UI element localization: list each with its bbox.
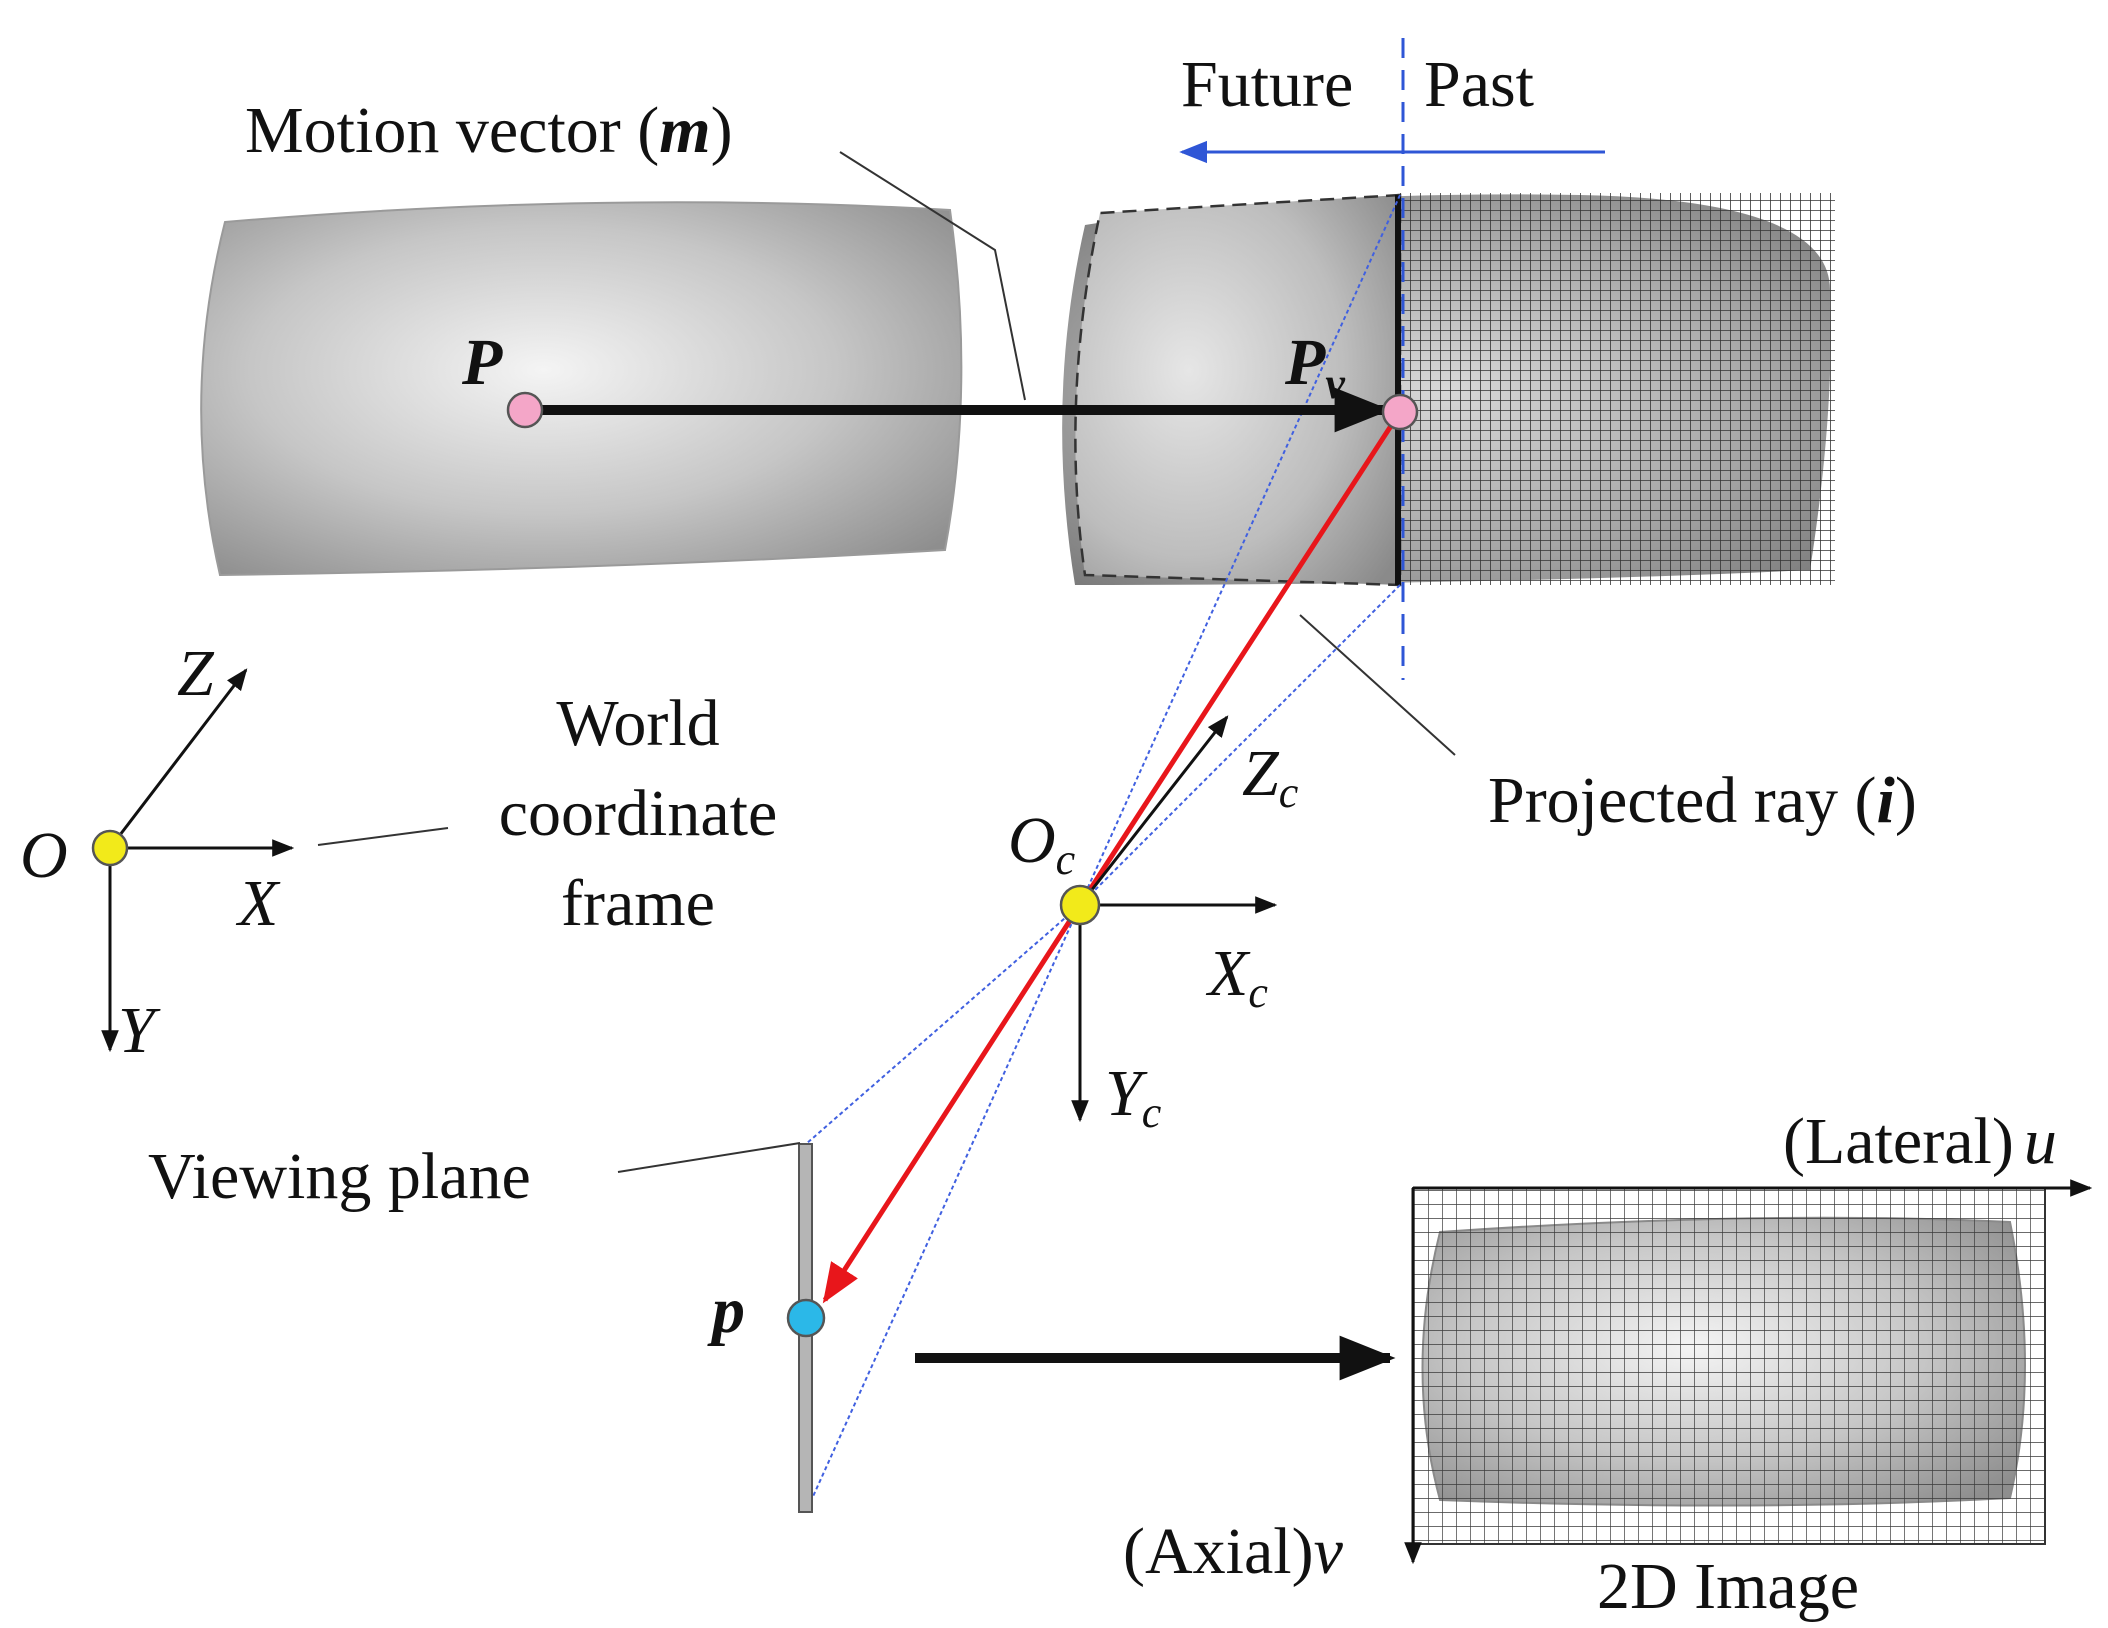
future-label: Future — [1181, 48, 1353, 121]
image-caption: 2D Image — [1597, 1550, 1859, 1623]
world-frame-leader — [317, 827, 449, 846]
world-frame-label-line2: coordinate — [499, 777, 778, 850]
past-label: Past — [1424, 48, 1534, 121]
point-p-label: p — [707, 1274, 745, 1347]
world-y-label: Y — [118, 994, 161, 1067]
camera-origin-point — [1059, 884, 1101, 926]
lateral-axis-label: (Lateral)u — [1783, 1105, 2057, 1178]
motion-vector-leader — [839, 151, 1026, 401]
world-x-label: X — [235, 867, 281, 940]
camera-z-label: Zc — [1242, 737, 1299, 817]
camera-axes — [1071, 715, 1278, 1123]
projected-ray-image-arrow — [822, 903, 1083, 1304]
camera-y-label: Yc — [1105, 1057, 1162, 1137]
world-axes — [101, 668, 295, 1053]
viewing-plane-label: Viewing plane — [148, 1140, 531, 1213]
camera-x-label: Xc — [1205, 937, 1268, 1017]
point-Pv-label: Pv — [1284, 326, 1345, 408]
camera-origin-label: Oc — [1008, 804, 1076, 884]
world-frame-label-line1: World — [556, 687, 719, 760]
viewing-plane-leader — [617, 1142, 801, 1173]
world-origin-point — [91, 829, 129, 867]
world-z-label: Z — [177, 637, 215, 710]
leader-lines — [317, 151, 1456, 1173]
point-P — [506, 391, 544, 429]
object-shape-current — [200, 201, 963, 577]
projected-ray-segment — [1077, 410, 1403, 907]
projected-ray-label: Projected ray (i) — [1488, 764, 1917, 837]
object-shape-predicted — [1074, 193, 1402, 587]
image-point-p — [786, 1298, 826, 1338]
axial-axis-label: (Axial)v — [1123, 1515, 1344, 1588]
point-Pv — [1381, 393, 1419, 431]
world-origin-label: O — [20, 819, 68, 892]
point-P-label: P — [461, 326, 503, 399]
projected-ray-leader — [1299, 614, 1456, 756]
frustum-lines — [805, 194, 1401, 1513]
image-2d — [1412, 1187, 2046, 1545]
world-frame-label-line3: frame — [561, 867, 715, 940]
motion-vector-label: Motion vector (m) — [245, 94, 733, 167]
